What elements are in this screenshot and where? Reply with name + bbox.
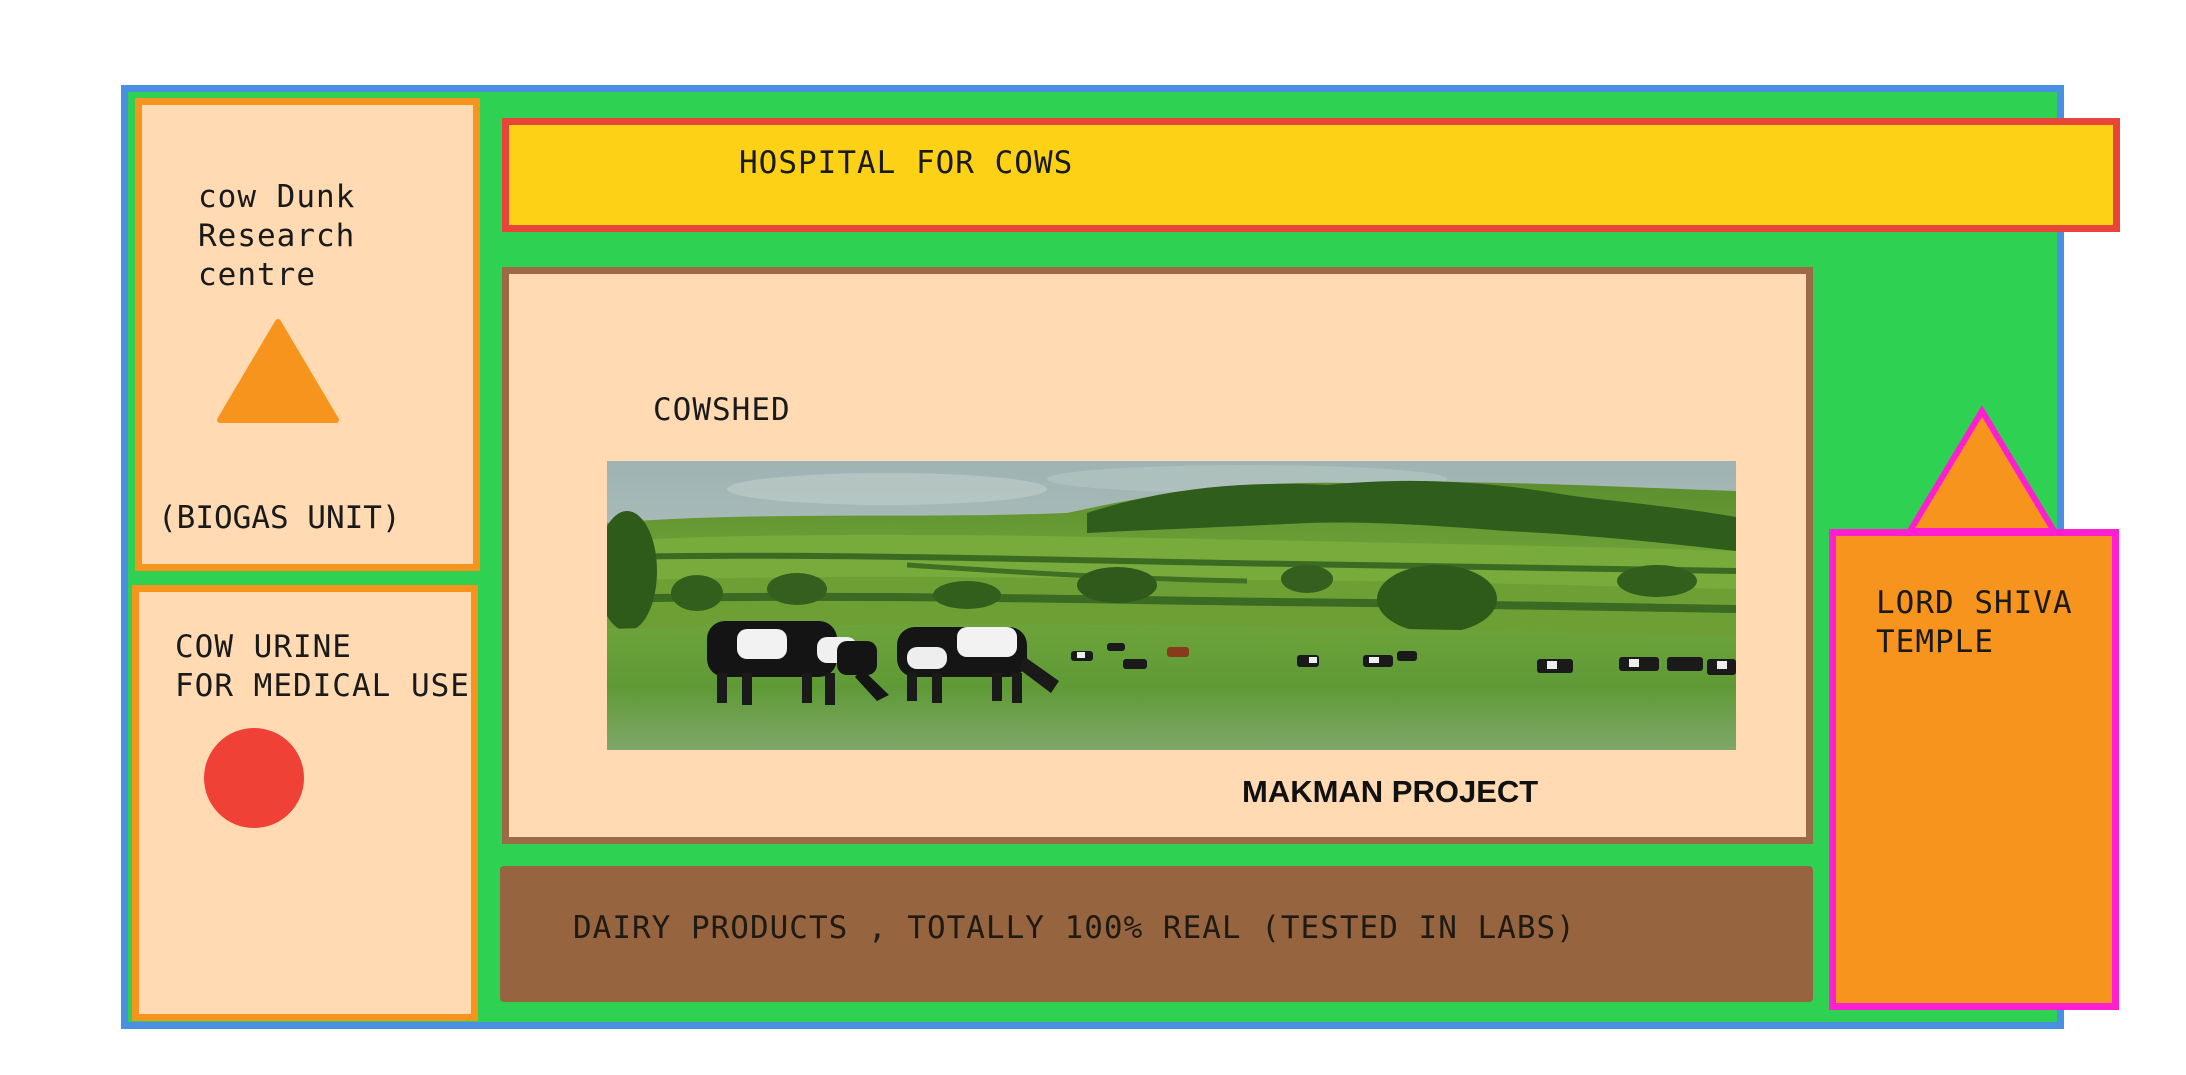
cow-urine-label: COW URINE FOR MEDICAL USE — [175, 629, 470, 704]
research-centre-panel — [135, 98, 480, 571]
dairy-products-bar — [500, 866, 1813, 1002]
lord-shiva-temple-panel — [1829, 529, 2119, 1010]
research-centre-label: cow Dunk Research centre — [198, 179, 356, 293]
temple-label: LORD SHIVA TEMPLE — [1876, 585, 2073, 660]
biogas-triangle-icon — [217, 319, 339, 423]
cows-pasture-image — [607, 461, 1736, 750]
hospital-label: HOSPITAL FOR COWS — [739, 145, 1074, 181]
project-title: MAKMAN PROJECT — [1242, 774, 1539, 809]
hospital-bar — [502, 118, 2120, 232]
urine-circle-icon — [204, 728, 304, 828]
dairy-products-label: DAIRY PRODUCTS , TOTALLY 100% REAL (TEST… — [573, 910, 1576, 946]
cowshed-label: COWSHED — [653, 392, 791, 428]
temple-roof-triangle-icon — [1904, 405, 2060, 534]
cow-urine-panel — [132, 585, 478, 1021]
biogas-unit-label: (BIOGAS UNIT) — [158, 500, 401, 536]
